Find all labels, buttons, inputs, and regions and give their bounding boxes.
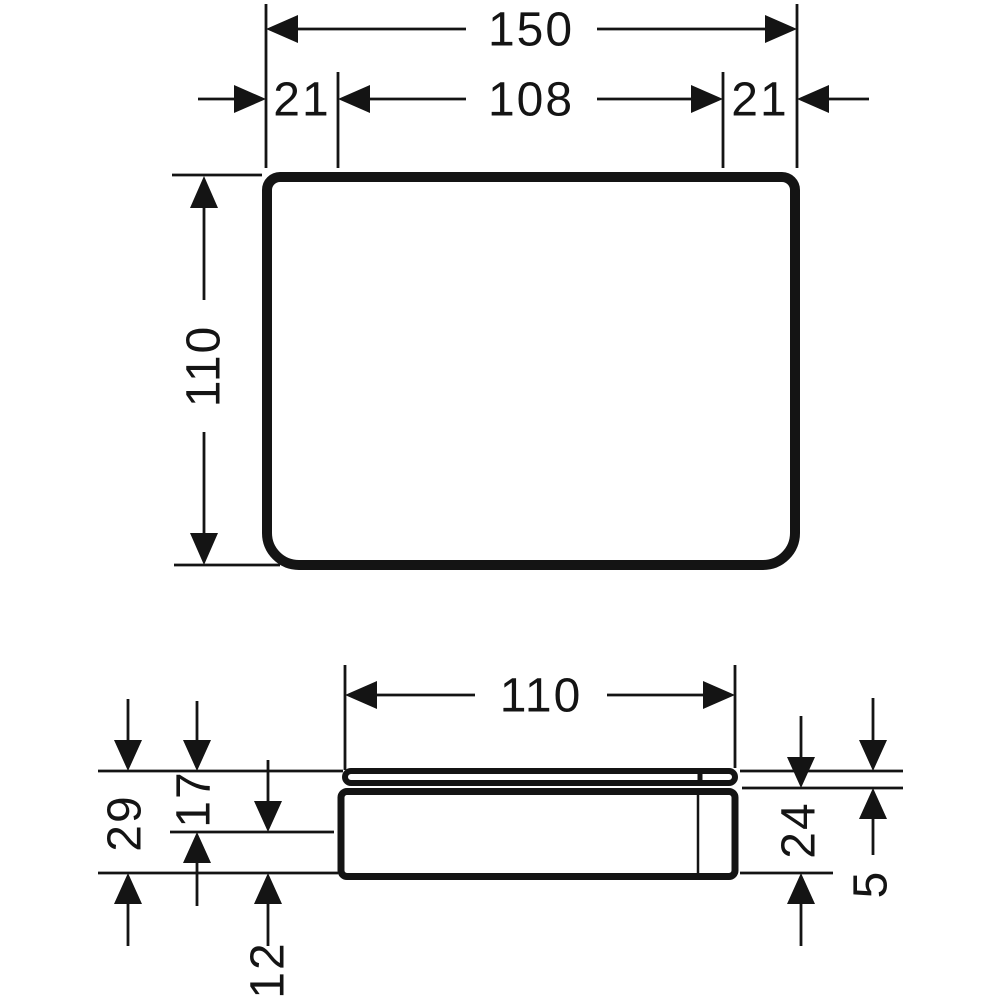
dim-overall-width: 150: [266, 4, 797, 57]
dim-label-glass-thickness: 5: [845, 870, 898, 899]
dim-body-height: 24: [773, 716, 826, 946]
dim-label-left-offset: 21: [273, 74, 330, 127]
arrowhead-down: [183, 740, 211, 771]
arrowhead-down: [190, 533, 218, 565]
arrowhead-down: [114, 740, 142, 771]
arrowhead-right-pointing-left-edge: [234, 85, 266, 113]
dim-label-right-offset: 21: [731, 74, 788, 127]
arrowhead-up: [859, 788, 887, 819]
arrowhead-right: [703, 681, 735, 709]
arrowhead-up: [190, 176, 218, 208]
dim-lower-height: 12: [242, 760, 295, 999]
dim-label-depth: 110: [178, 325, 231, 408]
arrowhead-up: [787, 873, 815, 904]
dim-label-upper-height: 17: [168, 770, 221, 827]
dim-label-overall-width: 150: [488, 4, 574, 57]
arrowhead-up: [183, 832, 211, 863]
arrowhead-down: [859, 740, 887, 771]
dim-label-shelf-width: 110: [500, 670, 583, 723]
arrowhead-inner-left: [338, 85, 370, 113]
dim-shelf-width: 110: [343, 665, 737, 770]
dim-label-body-height: 24: [773, 801, 826, 858]
arrowhead-down: [254, 801, 282, 832]
dim-offsets-row: 21 108 21: [198, 74, 869, 127]
side-view-holder-body: [337, 788, 739, 880]
arrowhead-left-pointing-right-edge: [797, 85, 829, 113]
dim-label-lower-height: 12: [242, 941, 295, 998]
dim-label-total-height: 29: [99, 794, 152, 851]
arrowhead-left: [266, 15, 298, 43]
arrowhead-left: [345, 681, 377, 709]
arrowhead-up: [114, 873, 142, 904]
dim-label-inner-width: 108: [488, 74, 574, 127]
dim-depth: 110: [172, 173, 280, 567]
arrowhead-up: [254, 873, 282, 904]
top-view: 150 21 108 21 110: [172, 4, 869, 570]
dim-upper-height: 17: [168, 701, 221, 906]
arrowhead-down: [787, 757, 815, 788]
arrowhead-right: [765, 15, 797, 43]
dim-total-height: 29: [99, 699, 152, 946]
top-view-outline: [262, 172, 800, 570]
side-view: 110 29 17 12: [98, 665, 903, 999]
side-view-glass-plate: [342, 768, 738, 786]
arrowhead-inner-right: [691, 85, 723, 113]
dim-glass-thickness: 5: [845, 698, 898, 898]
